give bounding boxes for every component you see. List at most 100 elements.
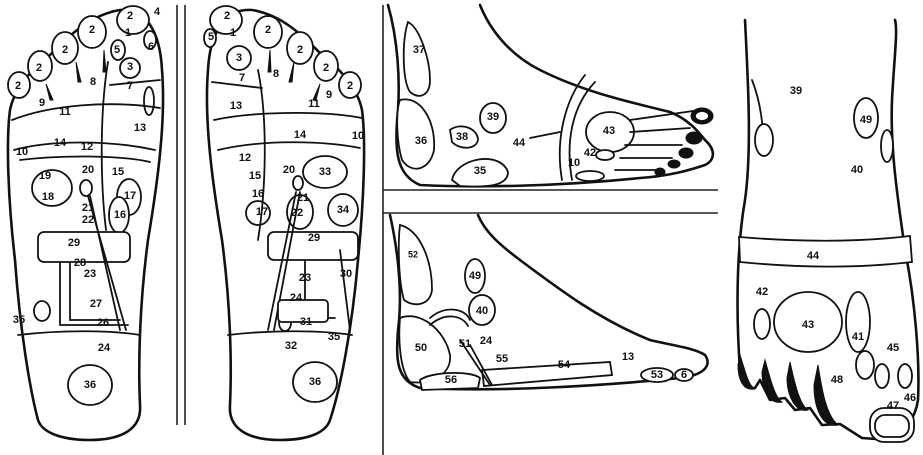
label-dorsal-39: 39 [790, 85, 802, 97]
label-dorsal-48: 48 [831, 374, 843, 386]
label-right-35: 35 [328, 331, 340, 343]
label-left-19: 19 [39, 170, 51, 182]
label-left-17: 17 [124, 190, 136, 202]
label-right-11: 11 [308, 98, 320, 110]
label-right-2d: 2 [323, 62, 329, 74]
label-medial-37: 37 [413, 44, 425, 56]
label-dorsal-45: 45 [887, 342, 899, 354]
label-dorsal-49: 49 [860, 114, 872, 126]
label-right-7: 7 [239, 72, 245, 84]
label-right-5: 5 [208, 31, 214, 43]
label-medial-43: 43 [603, 125, 615, 137]
label-right-2e: 2 [347, 80, 353, 92]
label-right-34: 34 [337, 204, 350, 216]
label-dorsal-47: 47 [887, 400, 899, 412]
label-left-9: 9 [39, 97, 45, 109]
label-left-11: 11 [59, 106, 71, 118]
label-right-36: 36 [309, 376, 321, 388]
label-left-22: 22 [82, 214, 94, 226]
label-left-6: 6 [148, 41, 154, 53]
label-left-13: 13 [134, 122, 146, 134]
label-left-36: 36 [84, 379, 96, 391]
label-lateral-52: 52 [408, 249, 418, 259]
label-lateral-55: 55 [496, 353, 508, 365]
label-dorsal-41: 41 [852, 331, 864, 343]
label-right-33: 33 [319, 166, 331, 178]
label-lateral-50: 50 [415, 342, 427, 354]
label-lateral-49: 49 [469, 270, 481, 282]
label-left-24: 24 [98, 342, 111, 354]
label-right-9: 9 [326, 89, 332, 101]
label-dorsal-46: 46 [904, 392, 916, 404]
label-left-8: 8 [90, 76, 96, 88]
lateral-view [390, 215, 708, 390]
label-right-2c: 2 [297, 44, 303, 56]
label-left-26: 26 [97, 317, 109, 329]
label-medial-10: 10 [568, 157, 580, 169]
label-left-18: 18 [42, 191, 54, 203]
label-left-20: 20 [82, 164, 94, 176]
label-right-2b: 2 [265, 24, 271, 36]
label-lateral-54: 54 [558, 359, 571, 371]
label-medial-44: 44 [513, 137, 526, 149]
label-right-2a: 2 [224, 10, 230, 22]
label-left-2c: 2 [62, 44, 68, 56]
label-dorsal-44: 44 [807, 250, 820, 262]
label-right-21: 21 [297, 192, 309, 204]
label-right-23: 23 [299, 272, 311, 284]
label-left-1: 1 [125, 27, 131, 39]
label-left-35: 35 [13, 314, 25, 326]
label-right-32: 32 [285, 340, 297, 352]
label-right-15: 15 [249, 170, 261, 182]
label-lateral-13: 13 [622, 351, 634, 363]
label-right-14: 14 [294, 129, 307, 141]
label-left-27: 27 [90, 298, 102, 310]
label-right-24: 24 [290, 292, 303, 304]
label-left-5: 5 [114, 44, 120, 56]
label-lateral-40: 40 [476, 305, 488, 317]
label-left-2b: 2 [89, 24, 95, 36]
label-dorsal-42: 42 [756, 286, 768, 298]
label-right-20: 20 [283, 164, 295, 176]
label-left-7: 7 [127, 80, 133, 92]
label-lateral-24: 24 [480, 335, 493, 347]
label-right-17: 17 [256, 206, 268, 218]
label-right-13: 13 [230, 100, 242, 112]
label-lateral-6: 6 [681, 369, 687, 381]
label-medial-35: 35 [474, 165, 486, 177]
label-lateral-53: 53 [651, 369, 663, 381]
label-left-2d: 2 [36, 62, 42, 74]
dorsal-view [738, 20, 919, 442]
label-left-21: 21 [82, 202, 94, 214]
label-right-8: 8 [273, 68, 279, 80]
label-right-12: 12 [239, 152, 251, 164]
label-left-23: 23 [84, 268, 96, 280]
right-sole-outline [204, 6, 364, 440]
label-left-12: 12 [81, 141, 93, 153]
label-dorsal-43: 43 [802, 319, 814, 331]
label-right-22: 22 [291, 207, 303, 219]
label-left-2e: 2 [15, 80, 21, 92]
medial-view [388, 5, 713, 187]
label-right-29: 29 [308, 232, 320, 244]
label-lateral-51: 51 [459, 338, 471, 350]
label-right-30: 30 [340, 268, 352, 280]
label-medial-36: 36 [415, 135, 427, 147]
label-left-4: 4 [154, 6, 161, 18]
label-left-29: 29 [68, 237, 80, 249]
label-left-14: 14 [54, 137, 67, 149]
label-right-10: 10 [352, 130, 364, 142]
label-right-3: 3 [236, 52, 242, 64]
label-right-1: 1 [230, 27, 236, 39]
label-left-10: 10 [16, 146, 28, 158]
label-left-3: 3 [127, 61, 133, 73]
label-left-16: 16 [114, 209, 126, 221]
label-medial-38: 38 [456, 131, 468, 143]
label-lateral-56: 56 [445, 374, 457, 386]
label-medial-42: 42 [584, 147, 596, 159]
label-right-16: 16 [252, 188, 264, 200]
label-medial-39: 39 [487, 111, 499, 123]
label-dorsal-40: 40 [851, 164, 863, 176]
